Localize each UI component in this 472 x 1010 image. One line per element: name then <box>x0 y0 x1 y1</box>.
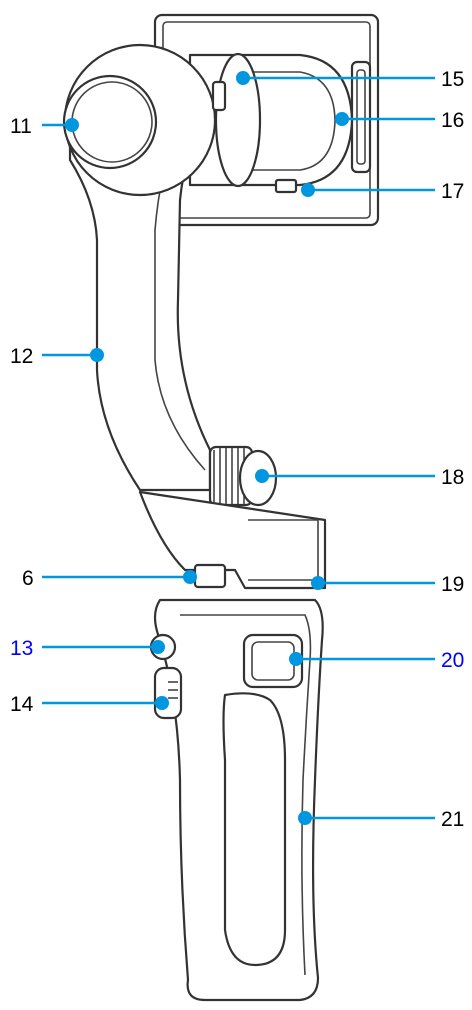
tilt-arm <box>188 52 354 194</box>
callout-19: 19 <box>311 573 464 596</box>
callouts: 11 12 6 13 14 15 16 <box>10 68 464 831</box>
svg-text:20: 20 <box>441 649 464 672</box>
svg-text:11: 11 <box>10 115 32 138</box>
svg-text:12: 12 <box>10 345 33 368</box>
callout-21: 21 <box>298 808 464 831</box>
callout-13: 13 <box>10 637 165 660</box>
callout-6: 6 <box>22 567 197 590</box>
svg-text:21: 21 <box>441 808 464 831</box>
svg-text:18: 18 <box>441 466 464 489</box>
callout-20: 20 <box>289 649 464 672</box>
roll-motor <box>62 43 227 197</box>
svg-text:17: 17 <box>441 180 464 203</box>
handle <box>149 598 324 1002</box>
callout-16: 16 <box>335 109 464 132</box>
callout-14: 14 <box>10 693 169 716</box>
callout-15: 15 <box>236 68 464 91</box>
callout-12: 12 <box>10 345 104 368</box>
callout-11: 11 <box>10 115 79 138</box>
svg-text:15: 15 <box>441 68 464 91</box>
svg-text:19: 19 <box>441 573 464 596</box>
callout-17: 17 <box>301 180 464 203</box>
svg-text:6: 6 <box>22 567 34 590</box>
svg-text:13: 13 <box>10 637 33 660</box>
svg-text:14: 14 <box>10 693 34 716</box>
base-bracket <box>138 490 327 590</box>
lock-knob <box>208 445 278 507</box>
svg-text:16: 16 <box>441 109 464 132</box>
callout-18: 18 <box>255 466 464 489</box>
